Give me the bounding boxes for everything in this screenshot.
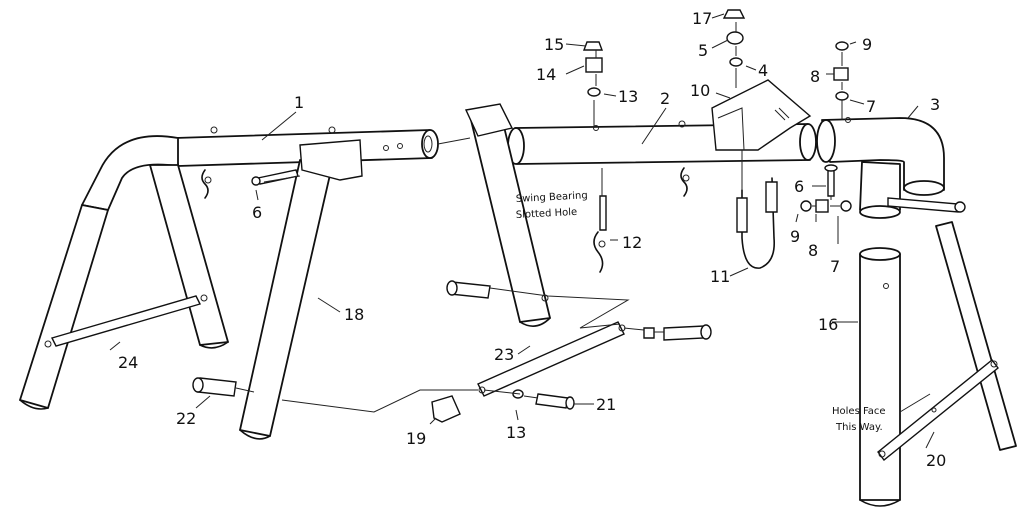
nut-5 bbox=[726, 31, 744, 45]
callout-16: 16 bbox=[818, 315, 838, 334]
cap-19 bbox=[431, 395, 461, 423]
nut-9-lower bbox=[800, 200, 812, 212]
callout-12: 12 bbox=[622, 233, 642, 252]
washer-7-top bbox=[835, 91, 849, 101]
nut-15 bbox=[582, 41, 604, 51]
washer-4 bbox=[729, 57, 743, 67]
callout-7-lower: 7 bbox=[830, 257, 840, 276]
note-swing-bearing: Swing Bearing bbox=[516, 190, 588, 205]
callout-9-top: 9 bbox=[862, 35, 872, 54]
callout-21: 21 bbox=[596, 395, 616, 414]
bolt-upper-right bbox=[643, 324, 712, 341]
bolt-6-left bbox=[251, 169, 299, 186]
callout-19: 19 bbox=[406, 429, 426, 448]
note-slotted-hole: Slotted Hole bbox=[516, 207, 578, 221]
nut-8-lower bbox=[815, 199, 829, 213]
washer-13 bbox=[587, 87, 601, 97]
callout-10: 10 bbox=[690, 81, 710, 100]
callout-22: 22 bbox=[176, 409, 196, 428]
callout-numbers: 1 2 3 4 5 6 6 7 7 8 8 9 9 10 11 12 13 13… bbox=[118, 9, 946, 470]
left-a-frame bbox=[19, 126, 439, 440]
callout-2: 2 bbox=[660, 89, 670, 108]
note-holes-face: Holes Face bbox=[832, 406, 886, 417]
callout-4: 4 bbox=[758, 61, 768, 80]
annotation-notes: Swing Bearing Slotted Hole Holes Face Th… bbox=[516, 190, 886, 433]
callout-13-lower: 13 bbox=[506, 423, 526, 442]
nut-8-top bbox=[833, 67, 849, 81]
right-leg-16 bbox=[859, 247, 901, 507]
callout-20: 20 bbox=[926, 451, 946, 470]
callout-24: 24 bbox=[118, 353, 138, 372]
callout-6-right: 6 bbox=[794, 177, 804, 196]
nut-17 bbox=[722, 9, 746, 19]
swing-hook-11 bbox=[736, 177, 778, 269]
callout-8-lower: 8 bbox=[808, 241, 818, 260]
callout-13-top: 13 bbox=[618, 87, 638, 106]
bolt-upper-left bbox=[446, 280, 491, 299]
swing-bearing-12 bbox=[593, 195, 607, 273]
brace-20 bbox=[877, 358, 999, 462]
right-elbow-3 bbox=[816, 117, 966, 219]
callout-17: 17 bbox=[692, 9, 712, 28]
center-leg bbox=[464, 103, 551, 327]
callout-leaders bbox=[109, 13, 935, 449]
brace-23 bbox=[477, 321, 626, 397]
nut-9-top bbox=[835, 41, 849, 51]
bolt-21 bbox=[535, 393, 575, 410]
callout-3: 3 bbox=[930, 95, 940, 114]
callout-9-lower: 9 bbox=[790, 227, 800, 246]
callout-6-left: 6 bbox=[252, 203, 262, 222]
callout-8-top: 8 bbox=[810, 67, 820, 86]
callout-15: 15 bbox=[544, 35, 564, 54]
callout-1: 1 bbox=[294, 93, 304, 112]
washer-7-lower bbox=[840, 200, 852, 212]
callout-7-top: 7 bbox=[866, 97, 876, 116]
bolt-22 bbox=[192, 377, 237, 397]
note-this-way: This Way. bbox=[835, 422, 883, 433]
callout-23: 23 bbox=[494, 345, 514, 364]
callout-11: 11 bbox=[710, 267, 730, 286]
nut-14 bbox=[585, 57, 603, 73]
bolt-6-right bbox=[824, 164, 838, 197]
callout-18: 18 bbox=[344, 305, 364, 324]
callout-5: 5 bbox=[698, 41, 708, 60]
bracket-10 bbox=[711, 79, 812, 151]
assembly-lines bbox=[235, 22, 931, 413]
right-back-leg bbox=[935, 221, 1017, 451]
callout-14: 14 bbox=[536, 65, 556, 84]
